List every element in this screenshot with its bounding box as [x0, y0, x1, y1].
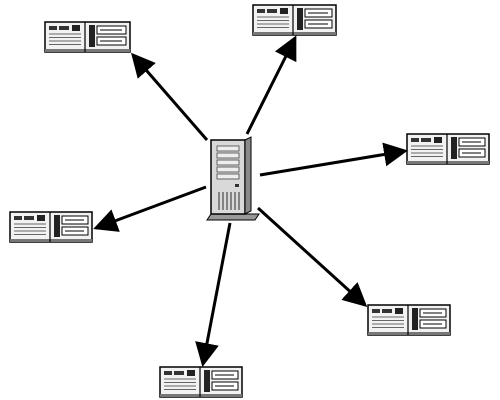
node-top-right	[252, 4, 337, 36]
link-node-right	[259, 142, 408, 177]
nodes	[9, 4, 490, 398]
desktop-computer-icon	[159, 366, 243, 398]
link-node-bottom	[195, 222, 232, 367]
server-hub	[206, 136, 260, 221]
desktop-computer-icon	[9, 211, 93, 243]
server-tower-icon	[206, 136, 260, 221]
link-node-top-left	[131, 52, 209, 141]
link-node-bottom-right	[256, 206, 368, 308]
node-bottom	[159, 366, 243, 398]
node-bottom-right	[367, 304, 451, 336]
desktop-computer-icon	[367, 304, 451, 336]
desktop-computer-icon	[44, 21, 131, 53]
link-node-top-right	[245, 35, 297, 135]
connections	[93, 35, 408, 367]
node-right	[406, 133, 490, 165]
link-node-left	[93, 185, 207, 232]
desktop-computer-icon	[406, 133, 490, 165]
node-top-left	[44, 21, 131, 53]
desktop-computer-icon	[252, 4, 337, 36]
node-left	[9, 211, 93, 243]
